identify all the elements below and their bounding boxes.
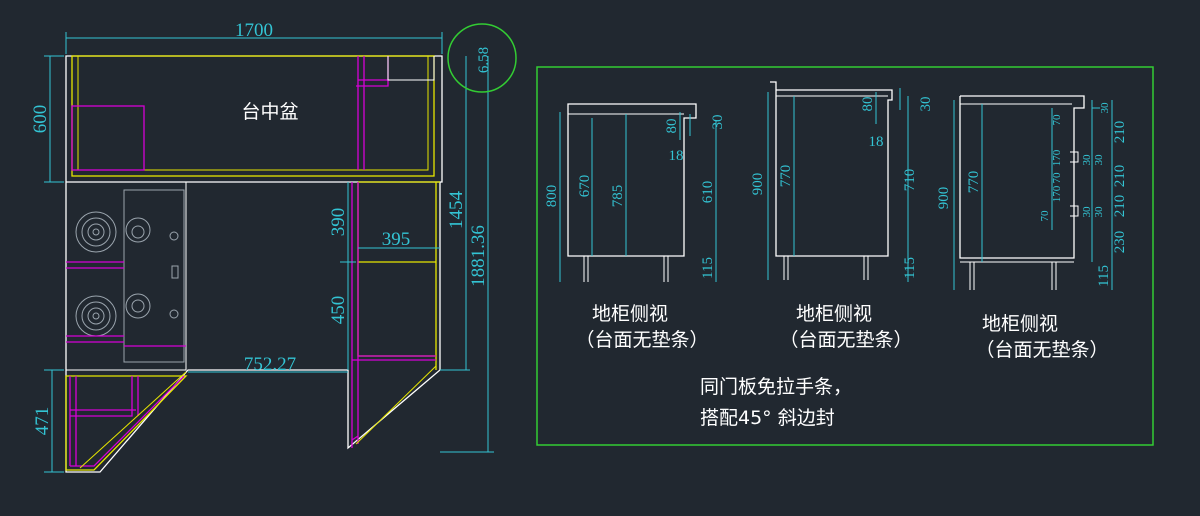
- elev-c-770: 770: [966, 171, 982, 194]
- bottom-left-magenta: [69, 375, 185, 467]
- elev-c-230: 230: [1112, 231, 1128, 254]
- elev-b-900: 900: [750, 173, 766, 196]
- elevation-c: [959, 95, 1085, 290]
- right-column: [357, 181, 440, 370]
- bottom-left-cabinet: [65, 375, 188, 471]
- elev-b-label: 地柜侧视: [796, 303, 872, 325]
- elev-b-710: 710: [902, 169, 918, 192]
- elevation-a-dims: [559, 112, 717, 282]
- elev-a-785: 785: [610, 185, 626, 208]
- elev-a-18: 18: [669, 148, 684, 164]
- sink-label: 台中盆: [241, 101, 298, 123]
- elev-c-210c: 210: [1112, 195, 1128, 218]
- plan-dimensions: [44, 32, 494, 473]
- dim-6.58: 6.58: [476, 47, 492, 73]
- elevation-b: [770, 81, 893, 280]
- plan-outline: [65, 55, 443, 473]
- right-column-diag: [355, 365, 437, 445]
- elev-c-70c: 70: [1039, 210, 1051, 222]
- floor-plan: [65, 55, 443, 473]
- elev-a-610: 610: [700, 181, 716, 204]
- elev-a-sub: （台面无垫条）: [575, 329, 708, 351]
- top-right-panel: [387, 56, 435, 81]
- note-line-2: 搭配45° 斜边封: [700, 407, 835, 429]
- elevation-a: [567, 103, 697, 282]
- elev-c-70a: 70: [1051, 114, 1063, 126]
- elev-b-18: 18: [869, 134, 884, 150]
- elev-a-800: 800: [544, 185, 560, 208]
- elev-a-115: 115: [700, 257, 716, 279]
- top-counter-inner: [77, 55, 429, 171]
- elev-c-170b: 170: [1051, 185, 1063, 202]
- elev-b-80: 80: [860, 97, 876, 112]
- left-cabinet-lines: [66, 261, 186, 347]
- elev-c-70b: 70: [1051, 172, 1063, 184]
- dim-390: 390: [328, 208, 349, 237]
- highlight-circle: [447, 23, 517, 93]
- dim-752: 752.27: [244, 354, 296, 375]
- elev-c-sub: （台面无垫条）: [975, 339, 1108, 361]
- elev-c-30: 30: [1099, 102, 1111, 114]
- note-line-1: 同门板免拉手条，: [700, 376, 852, 398]
- elev-c-170a: 170: [1051, 149, 1063, 166]
- elev-b-30: 30: [918, 97, 934, 112]
- dim-450: 450: [328, 296, 349, 325]
- top-left-cabinet: [71, 105, 145, 171]
- elev-c-210a: 210: [1112, 121, 1128, 144]
- elev-c-30d: 30: [1093, 206, 1105, 218]
- dim-395: 395: [382, 229, 411, 250]
- elev-b-sub: （台面无垫条）: [779, 329, 912, 351]
- bottom-left-diag: [79, 371, 187, 469]
- elev-a-80: 80: [664, 119, 680, 134]
- elev-c-210b: 210: [1112, 165, 1128, 188]
- right-column-magenta: [351, 182, 436, 448]
- cooktop-area: [65, 181, 187, 371]
- elev-c-900: 900: [936, 187, 952, 210]
- elev-c-115: 115: [1096, 265, 1112, 287]
- dim-600: 600: [30, 105, 51, 134]
- elev-a-label: 地柜侧视: [592, 303, 668, 325]
- burner-icon: [75, 211, 179, 337]
- elev-a-30: 30: [710, 115, 726, 130]
- corner-post: [356, 56, 389, 170]
- elev-c-label: 地柜侧视: [982, 313, 1058, 335]
- dim-1454: 1454: [446, 191, 467, 230]
- elevation-c-dims: [953, 100, 1113, 290]
- elev-c-30c: 30: [1081, 206, 1093, 218]
- elevation-frame: [536, 66, 1154, 446]
- cooktop: [123, 189, 185, 363]
- dim-1700: 1700: [235, 20, 273, 41]
- elev-b-770: 770: [778, 165, 794, 188]
- elev-c-30b: 30: [1093, 154, 1105, 166]
- elevation-b-dims: [767, 88, 909, 282]
- dim-471: 471: [32, 407, 53, 436]
- elev-b-115: 115: [902, 257, 918, 279]
- elev-c-30a: 30: [1081, 154, 1093, 166]
- dim-1881: 1881.36: [468, 225, 489, 287]
- elev-a-670: 670: [577, 175, 593, 198]
